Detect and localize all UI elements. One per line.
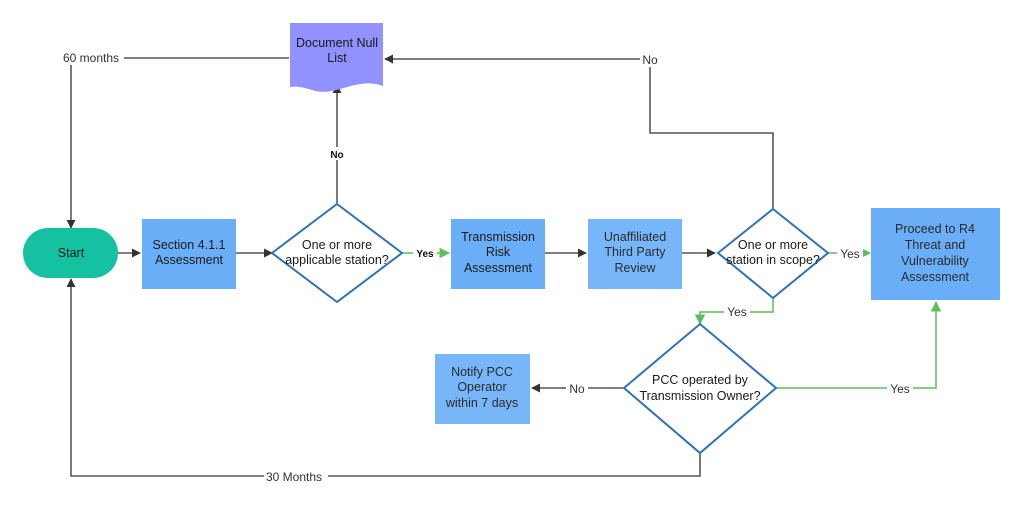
applicable-station-decision: One or more applicable station?	[270, 202, 404, 304]
label-scope-yes-right: Yes	[837, 246, 863, 261]
label-applicable-yes: Yes	[413, 246, 437, 260]
start-label: Start	[58, 246, 85, 260]
label-applicable-no: No	[327, 147, 347, 161]
notify-pcc-line-3: within 7 days	[445, 396, 518, 410]
document-null-list-node: Document Null List	[290, 23, 383, 92]
proceed-r4-node: Proceed to R4 Threat and Vulnerability A…	[871, 208, 1000, 300]
label-60-months: 60 months	[62, 50, 124, 65]
label-scope-yes-down: Yes	[724, 304, 750, 319]
label-pcc-yes-text: Yes	[890, 382, 910, 396]
transmission-risk-node: Transmission Risk Assessment	[451, 219, 545, 289]
proceed-r4-line-2: Threat and	[905, 238, 966, 252]
proceed-r4-line-3: Vulnerability	[901, 254, 969, 268]
third-party-review-line-3: Review	[615, 261, 657, 275]
label-60-months-text: 60 months	[63, 51, 119, 65]
transmission-risk-line-1: Transmission	[461, 230, 535, 244]
edge-pcc-yes	[775, 300, 942, 389]
section-assessment-node: Section 4.1.1 Assessment	[142, 219, 236, 289]
proceed-r4-line-1: Proceed to R4	[895, 222, 975, 236]
transmission-risk-line-2: Risk	[486, 245, 511, 259]
label-pcc-yes: Yes	[887, 381, 913, 396]
transmission-risk-line-3: Assessment	[464, 261, 533, 275]
section-assessment-line-2: Assessment	[155, 253, 224, 267]
label-scope-yes-right-text: Yes	[840, 247, 860, 261]
pcc-decision-line-2: Transmission Owner?	[639, 389, 760, 403]
notify-pcc-node: Notify PCC Operator within 7 days	[435, 354, 530, 424]
label-30-months: 30 Months	[264, 469, 328, 484]
label-scope-yes-down-text: Yes	[727, 305, 747, 319]
document-null-list-line-1: Document Null	[296, 36, 378, 50]
station-in-scope-decision: One or more station in scope?	[716, 207, 830, 300]
proceed-r4-line-4: Assessment	[901, 270, 970, 284]
third-party-review-line-2: Third Party	[604, 245, 666, 259]
label-applicable-no-text: No	[330, 150, 343, 161]
third-party-review-line-1: Unaffiliated	[604, 230, 666, 244]
label-pcc-no: No	[566, 381, 588, 396]
edge-60-months	[66, 57, 289, 229]
third-party-review-node: Unaffiliated Third Party Review	[588, 219, 682, 289]
edge-30-months	[66, 278, 701, 477]
label-pcc-no-text: No	[569, 382, 585, 396]
label-scope-no: No	[640, 52, 660, 67]
start-node: Start	[23, 228, 118, 278]
label-scope-no-text: No	[642, 53, 658, 67]
in-scope-decision-line-1: One or more	[738, 238, 808, 252]
pcc-decision-line-1: PCC operated by	[652, 373, 749, 387]
notify-pcc-line-2: Operator	[457, 380, 506, 394]
applicable-decision-line-2: applicable station?	[285, 253, 389, 267]
label-30-months-text: 30 Months	[266, 470, 322, 484]
label-applicable-yes-text: Yes	[416, 249, 434, 260]
edge-scope-no	[384, 54, 774, 209]
in-scope-decision-line-2: station in scope?	[726, 253, 820, 267]
pcc-operated-decision: PCC operated by Transmission Owner?	[622, 322, 778, 455]
document-null-list-line-2: List	[327, 51, 347, 65]
applicable-decision-line-1: One or more	[302, 238, 372, 252]
notify-pcc-line-1: Notify PCC	[451, 365, 513, 379]
section-assessment-line-1: Section 4.1.1	[153, 238, 226, 252]
